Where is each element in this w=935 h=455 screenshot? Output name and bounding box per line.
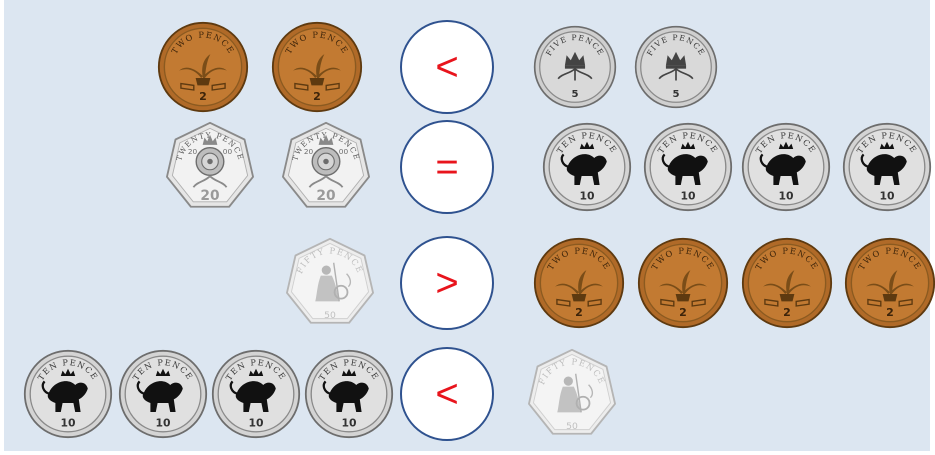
coin-value-text: 10 <box>60 416 75 429</box>
comparison-symbol: < <box>400 347 494 441</box>
coin-value-text: 2 <box>679 306 687 319</box>
coin-value-text: 5 <box>672 89 679 100</box>
comparison-symbol-text: > <box>435 263 458 303</box>
coin-value-text: 20 <box>200 188 219 204</box>
coin-value-text: 5 <box>571 89 578 100</box>
coin-value-text: 10 <box>341 416 356 429</box>
comparison-symbol: = <box>400 120 494 214</box>
coin-value-text: 50 <box>324 310 336 321</box>
coin-value-text: 2 <box>886 306 894 319</box>
comparison-symbol-text: < <box>435 47 458 87</box>
coin-value-text: 2 <box>199 90 207 103</box>
coin-value-text: 2 <box>783 306 791 319</box>
svg-text:00: 00 <box>339 147 349 156</box>
comparison-symbol: < <box>400 20 494 114</box>
coin-value-text: 10 <box>879 189 894 202</box>
coin-value-text: 10 <box>680 189 695 202</box>
coin-value-text: 10 <box>579 189 594 202</box>
coin-value-text: 2 <box>313 90 321 103</box>
svg-text:20: 20 <box>304 147 314 156</box>
coin-value-text: 50 <box>566 421 578 432</box>
coin-value-text: 2 <box>575 306 583 319</box>
coin-value-text: 10 <box>248 416 263 429</box>
coin-value-text: 20 <box>316 188 335 204</box>
coin-value-text: 10 <box>155 416 170 429</box>
comparison-symbol: > <box>400 236 494 330</box>
svg-text:20: 20 <box>188 147 198 156</box>
comparison-symbol-text: = <box>435 147 458 187</box>
coin-value-text: 10 <box>778 189 793 202</box>
svg-text:00: 00 <box>223 147 233 156</box>
comparison-symbol-text: < <box>435 374 458 414</box>
